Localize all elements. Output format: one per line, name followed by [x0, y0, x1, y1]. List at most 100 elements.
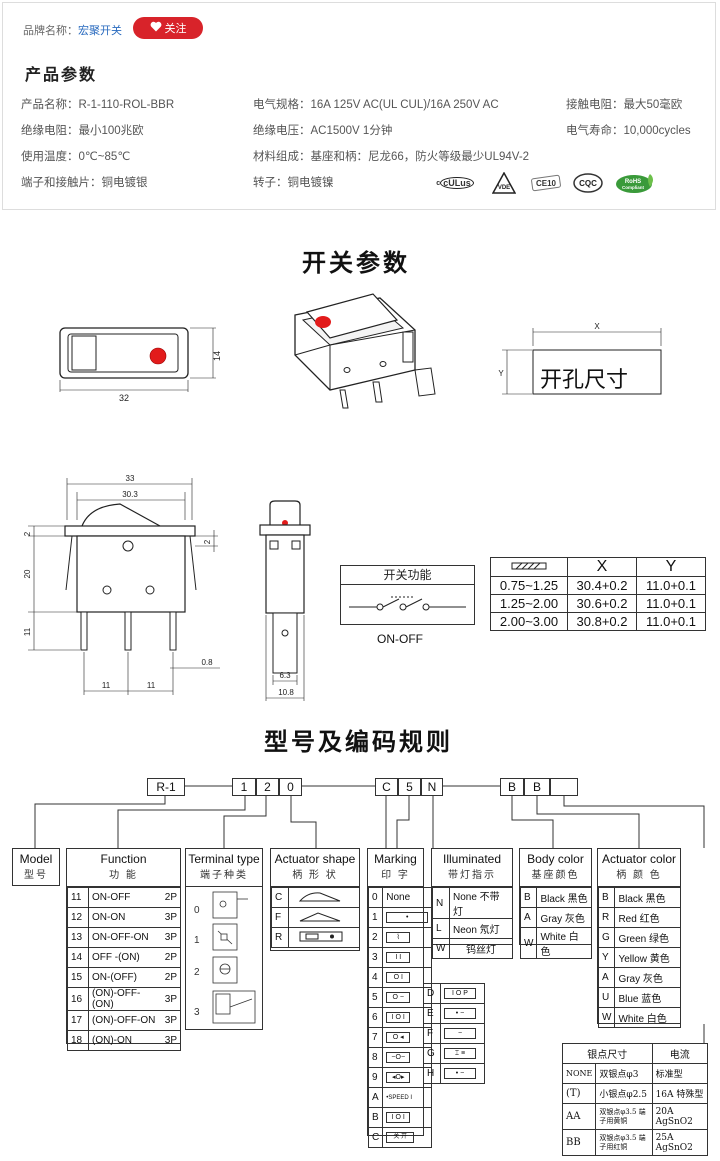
marking-io-icon: I O I — [386, 1011, 411, 1023]
silver-current: 25A AgSnO2 — [651, 1129, 709, 1156]
dim-33: 33 — [126, 474, 135, 483]
xy-cell: 11.0+0.1 — [636, 576, 706, 595]
actuator-shape-code: R — [271, 927, 289, 948]
switch-function-box: 开关功能 — [340, 565, 475, 625]
marking-code: 0 — [367, 887, 384, 908]
marking-oi-icon: O I — [386, 971, 411, 983]
dim-32: 32 — [119, 393, 129, 403]
actuator-color-desc: Red 红色 — [614, 907, 681, 928]
cqc-cert-icon: CQC — [571, 171, 605, 195]
function-poles: 2P — [161, 967, 181, 988]
terminal-type-box: Terminal type 端子种类 0 1 2 3 — [185, 848, 263, 1030]
function-name: OFF -(ON) — [87, 947, 162, 968]
function-zh: 功 能 — [109, 870, 138, 881]
marking-zh: 印 字 — [381, 870, 410, 881]
rocker-c-icon — [288, 887, 360, 908]
function-code: 18 — [67, 1030, 89, 1051]
silver-code: AA — [561, 1103, 597, 1130]
dim-2-left: 2 — [23, 531, 32, 536]
illuminated-code: N — [432, 887, 450, 919]
brand-label: 品牌名称： — [23, 25, 78, 37]
marking-pattern-icon: ⌶ ≡ — [444, 1047, 476, 1059]
function-row: 16(ON)-OFF-(ON)3P — [67, 987, 181, 1011]
marking-speed-text: SPEED — [388, 1094, 409, 1101]
svg-text:RoHS: RoHS — [625, 179, 641, 185]
brand-value-link[interactable]: 宏聚开关 — [78, 25, 122, 37]
silver-size: 小银点φ2.5 — [595, 1083, 653, 1104]
param-temperature: 使用温度：0℃~85℃ — [21, 151, 131, 163]
marking-o-arrow-icon: O ◂ — [386, 1031, 411, 1043]
isometric-view-drawing — [294, 293, 436, 409]
actuator-color-desc: Green 绿色 — [614, 927, 681, 948]
actuator-color-desc: Gray 灰色 — [614, 967, 681, 988]
rocker-r-icon — [288, 927, 360, 948]
actuator-color-code: R — [597, 907, 616, 928]
model-box: Model 型号 — [12, 848, 60, 886]
actuator-color-desc: Blue 蓝色 — [614, 987, 681, 1008]
xy-header-x: X — [567, 557, 637, 577]
xy-cell: 11.0+0.1 — [636, 594, 706, 613]
function-poles: 3P — [161, 1010, 181, 1031]
switch-function-caption: ON-OFF — [377, 632, 423, 646]
red-indicator-lamp-iso — [315, 316, 331, 328]
marking-code: A — [367, 1087, 384, 1108]
silver-code: BB — [561, 1129, 597, 1156]
actuator-color-code: U — [597, 987, 616, 1008]
xy-cell: 30.6+0.2 — [567, 594, 637, 613]
actuator-shape-box: Actuator shape 柄 形 状 C F R — [270, 848, 360, 951]
actuator-color-code: B — [597, 887, 616, 908]
marking-code: 2 — [367, 927, 384, 948]
function-name: (ON)-ON — [87, 1030, 162, 1051]
code-cell-terminal: 0 — [279, 778, 302, 796]
model-zh: 型号 — [24, 870, 48, 881]
marking-code: H — [423, 1063, 441, 1084]
narrow-side-view-drawing: 6.3 10.8 — [259, 500, 311, 701]
marking-dot-line-icon: • − — [444, 1067, 476, 1079]
illuminated-desc: 钨丝灯 — [449, 938, 513, 959]
panel-thickness-icon — [490, 557, 568, 577]
code-cell-actuator-color: B — [524, 778, 550, 796]
xy-cell: 2.00~3.00 — [490, 612, 568, 631]
switch-symbol-icon — [349, 596, 466, 611]
marking-iol-icon: I O I — [386, 1111, 411, 1123]
svg-text:CE10: CE10 — [536, 179, 557, 188]
param-insulation-resistance: 绝缘电阻：最小100兆欧 — [21, 125, 144, 137]
function-name: ON-OFF — [87, 887, 162, 908]
ce-cert-icon: CE10 — [529, 171, 563, 195]
heart-icon — [150, 21, 162, 35]
marking-code: F — [423, 1023, 441, 1044]
function-code: 17 — [67, 1010, 89, 1031]
terminal-code: 1 — [194, 935, 200, 946]
body-color-en: Body color — [527, 852, 584, 866]
silver-size: 双银点φ3.5 端子用黄铜 — [595, 1103, 653, 1130]
dim-x: X — [594, 322, 600, 331]
function-poles: 3P — [161, 987, 181, 1011]
code-cell-model: R-1 — [147, 778, 185, 796]
param-electrical: 电气规格：16A 125V AC(UL CUL)/16A 250V AC — [253, 99, 499, 111]
svg-text:Compliant: Compliant — [622, 185, 645, 190]
follow-button[interactable]: 关注 — [133, 17, 203, 39]
terminal-code: 3 — [194, 1007, 200, 1018]
marking-o-dash-icon: O − — [386, 991, 411, 1003]
front-view-drawing: 32 14 — [59, 327, 222, 403]
silver-current: 20A AgSnO2 — [651, 1103, 709, 1130]
body-color-desc: Gray 灰色 — [536, 907, 592, 928]
dim-11-b: 11 — [147, 681, 156, 690]
body-color-code: W — [519, 927, 538, 959]
illuminated-en: Illuminated — [442, 852, 502, 866]
follow-label: 关注 — [164, 23, 187, 35]
illuminated-code: W — [432, 938, 450, 959]
silver-current: 16A 特殊型 — [651, 1083, 709, 1104]
param-product-name: 产品名称：R-1-110-ROL-BBR — [21, 99, 175, 111]
function-code: 12 — [67, 907, 89, 928]
marking-dot-icon: • — [386, 911, 429, 923]
